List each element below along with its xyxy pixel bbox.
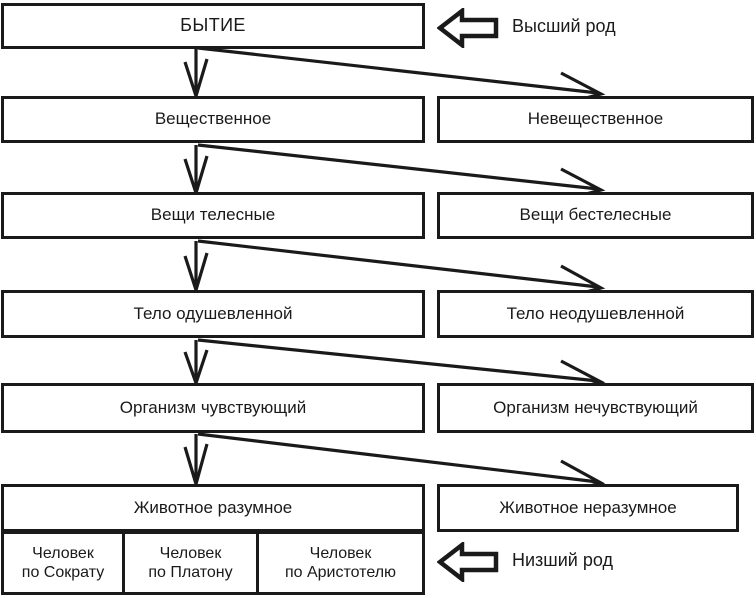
annotation-text: Высший род — [512, 16, 616, 36]
annotation-lowest-genus: Низший род — [512, 550, 613, 571]
node-label: Человек по Платону — [148, 544, 233, 581]
node-veshchestvennoe[interactable]: Вещественное — [1, 96, 425, 143]
node-veshchi-telesnye[interactable]: Вещи телесные — [1, 192, 425, 239]
node-label: БЫТИЕ — [180, 15, 246, 36]
node-nevestvennoe[interactable]: Невещественное — [437, 96, 754, 143]
annotation-highest-genus: Высший род — [512, 16, 616, 37]
node-bytie[interactable]: БЫТИЕ — [1, 3, 425, 49]
node-label: Организм нечувствующий — [493, 397, 698, 417]
node-label: Организм чувствующий — [119, 397, 307, 417]
node-chelovek-po-platonu[interactable]: Человек по Платону — [122, 531, 259, 595]
node-organizm-nechuvstvuyushchiy[interactable]: Организм нечувствующий — [437, 383, 754, 433]
node-label: Вещи бестелесные — [519, 205, 672, 225]
node-veshchi-bestelesnye[interactable]: Вещи бестелесные — [437, 192, 754, 239]
left-block-arrow-icon-bottom — [437, 542, 499, 582]
node-label: Тело одушевленной — [133, 303, 293, 323]
left-block-arrow-icon-top — [437, 8, 499, 48]
node-organizm-chuvstvuyushchiy[interactable]: Организм чувствующий — [1, 383, 425, 433]
node-label: Невещественное — [527, 109, 664, 129]
node-label: Человек по Сократу — [21, 544, 105, 581]
node-chelovek-po-aristotelyu[interactable]: Человек по Аристотелю — [256, 531, 425, 595]
annotation-text: Низший род — [512, 550, 613, 570]
node-label: Вещи телесные — [150, 205, 276, 225]
node-telo-odushevlennoy[interactable]: Тело одушевленной — [1, 290, 425, 338]
node-label: Животное разумное — [133, 497, 293, 517]
node-telo-neodushevlennoy[interactable]: Тело неодушевленной — [437, 290, 754, 338]
node-chelovek-po-sokratu[interactable]: Человек по Сократу — [1, 531, 125, 595]
node-label: Вещественное — [154, 109, 272, 129]
node-zhivotnoe-nerazumnoe[interactable]: Животное неразумное — [437, 484, 739, 532]
node-zhivotnoe-razumnoe[interactable]: Животное разумное — [1, 484, 425, 532]
node-label: Человек по Аристотелю — [284, 544, 397, 581]
node-label: Тело неодушевленной — [506, 303, 685, 323]
node-label: Животное неразумное — [499, 497, 677, 517]
